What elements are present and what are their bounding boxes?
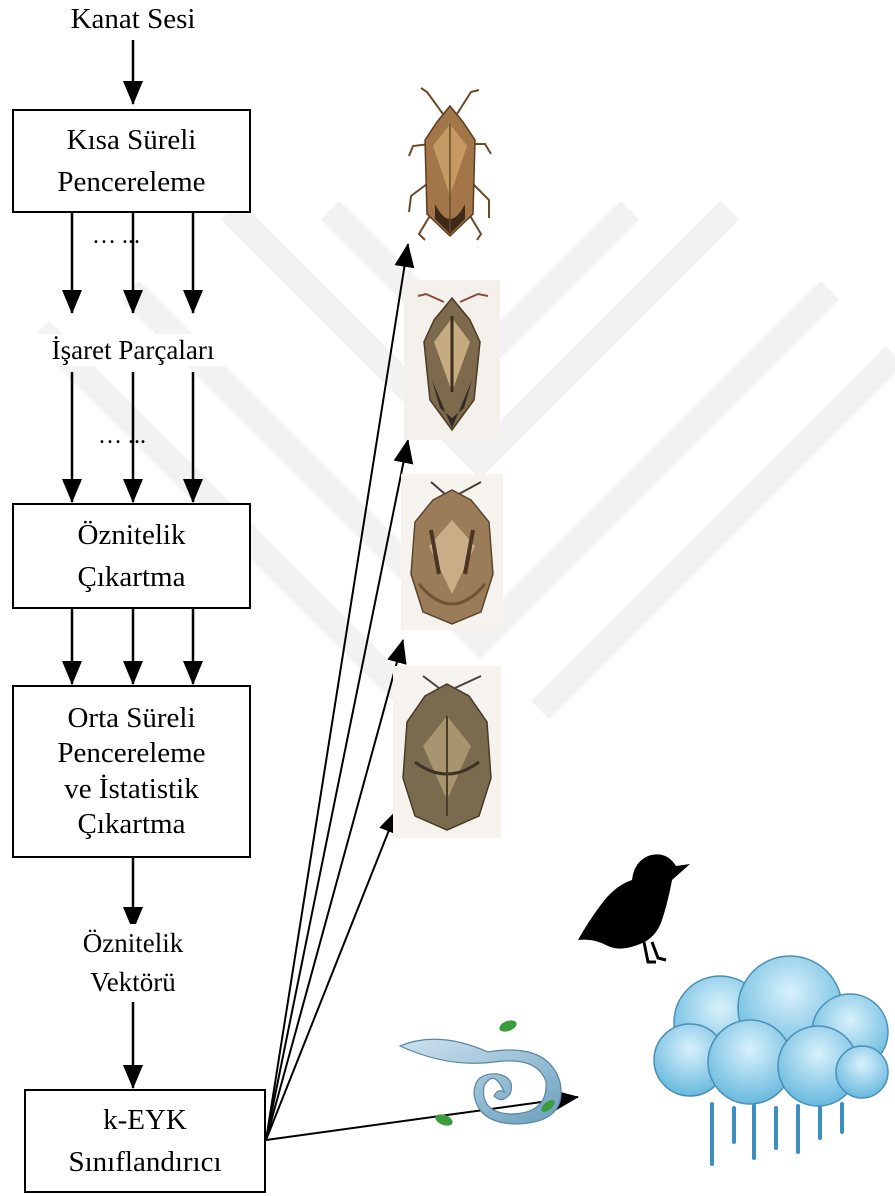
mid-term-line-1: Orta Süreli [67,701,195,736]
mid-term-line-4: Çıkartma [78,807,186,842]
feature-extraction-box: Öznitelik Çıkartma [12,503,251,609]
feature-vector-line-1: Öznitelik [50,924,216,963]
mid-term-line-3: ve İstatistik [64,772,199,807]
feature-extraction-line-1: Öznitelik [78,514,186,556]
stink-bug-3-icon [401,474,503,630]
ellipsis-1: … ... [92,222,140,251]
stink-bug-4-icon [393,666,501,838]
mid-term-windowing-box: Orta Süreli Pencereleme ve İstatistik Çı… [12,685,251,858]
windowing-line-2: Pencereleme [57,161,205,203]
signal-parts-label: İşaret Parçaları [18,334,248,366]
knn-classifier-box: k-EYK Sınıflandırıcı [24,1089,266,1193]
mid-term-line-2: Pencereleme [57,736,205,771]
feature-vector-line-2: Vektörü [50,963,216,1002]
classifier-line-1: k-EYK [103,1099,187,1141]
rain-cloud-icon [650,952,894,1172]
input-label: Kanat Sesi [40,2,226,37]
ellipsis-2: … ... [98,422,146,451]
wind-icon [398,1012,568,1134]
short-term-windowing-box: Kısa Süreli Pencereleme [12,109,251,213]
arrow-out-bug3 [266,640,403,1140]
bird-icon [574,850,694,966]
feature-extraction-line-2: Çıkartma [78,556,186,598]
feature-vector-label: Öznitelik Vektörü [50,924,216,1002]
stink-bug-1-icon [405,84,495,244]
arrow-out-bug4 [266,810,397,1140]
windowing-line-1: Kısa Süreli [67,119,197,161]
arrow-out-bug1 [266,244,408,1140]
classifier-line-2: Sınıflandırıcı [68,1141,221,1183]
stink-bug-2-icon [404,280,500,440]
arrow-out-bug2 [266,440,408,1140]
